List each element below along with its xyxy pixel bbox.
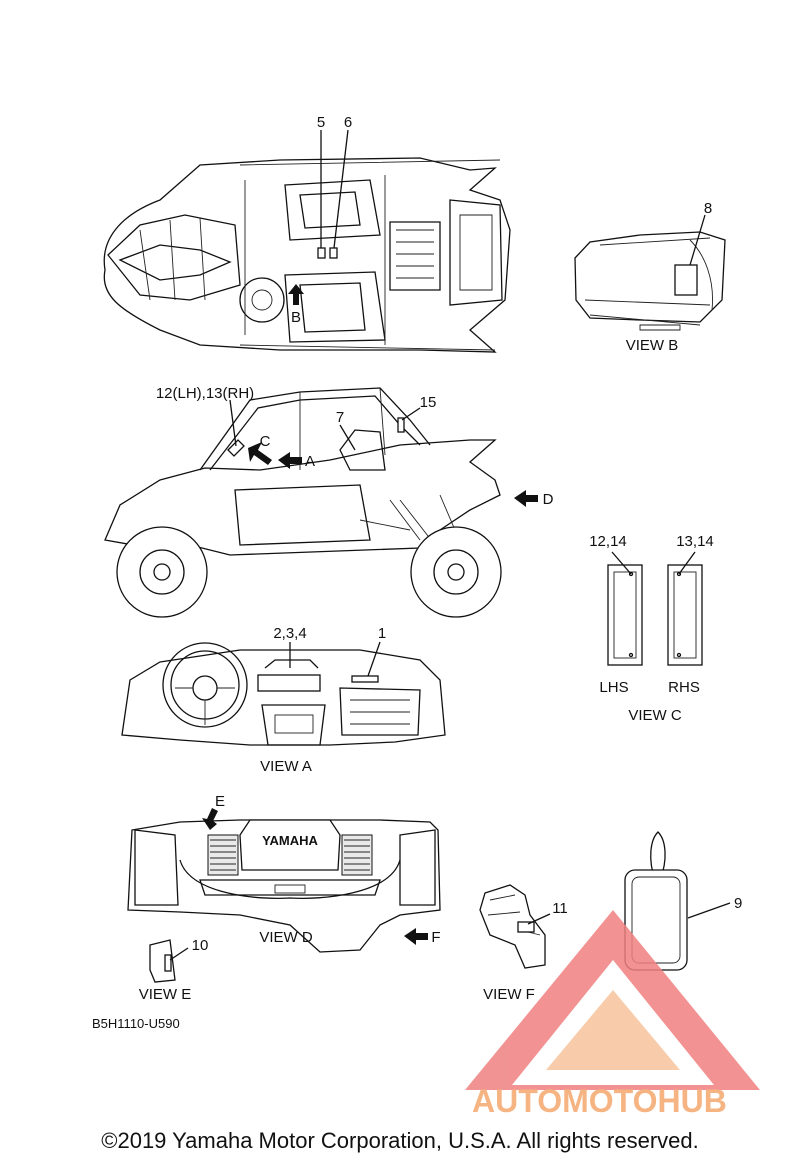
view-title-f: VIEW F: [483, 986, 535, 1003]
callout-1: 1: [378, 625, 386, 642]
engine-badge: YAMAHA: [262, 833, 318, 848]
view-c-drawing: [607, 551, 703, 666]
callout-8: 8: [704, 200, 712, 217]
view-b-drawing: [574, 214, 726, 331]
view-marker-e: E: [215, 793, 225, 810]
callout-2-3-4: 2,3,4: [273, 625, 306, 642]
automotohub-logo: [465, 910, 760, 1090]
callout-13-14: 13,14: [676, 533, 714, 550]
callout-5: 5: [317, 114, 325, 131]
view-title-a: VIEW A: [260, 758, 312, 775]
view-marker-f: F: [431, 929, 440, 946]
copyright-notice: ©2019 Yamaha Motor Corporation, U.S.A. A…: [101, 1128, 699, 1153]
callout-10: 10: [192, 937, 209, 954]
watermark-brand: AUTOMOTOHUB: [472, 1083, 727, 1119]
view-title-d: VIEW D: [259, 929, 313, 946]
callout-6: 6: [344, 114, 352, 131]
view-marker-b: B: [291, 309, 301, 326]
callout-7: 7: [336, 409, 344, 426]
callout-12-14: 12,14: [589, 533, 627, 550]
callout-15: 15: [420, 394, 437, 411]
view-title-e: VIEW E: [139, 986, 192, 1003]
view-f-drawing: [479, 884, 551, 969]
vehicle-side-view: [104, 387, 538, 618]
callout-9: 9: [734, 895, 742, 912]
view-a-drawing: [121, 641, 446, 746]
side-label-lhs: LHS: [599, 679, 628, 696]
view-marker-a: A: [305, 453, 315, 470]
side-label-rhs: RHS: [668, 679, 700, 696]
callout-12-13: 12(LH),13(RH): [156, 385, 254, 402]
view-title-c: VIEW C: [628, 707, 682, 724]
callout-11: 11: [552, 900, 568, 917]
view-marker-c: C: [260, 433, 271, 450]
diagram-code: B5H1110-U590: [92, 1016, 180, 1031]
view-marker-d: D: [543, 491, 554, 508]
view-title-b: VIEW B: [626, 337, 679, 354]
view-d-drawing: YAMAHA: [127, 808, 441, 953]
view-e-drawing: [149, 939, 189, 983]
vehicle-top-view: [103, 129, 511, 353]
